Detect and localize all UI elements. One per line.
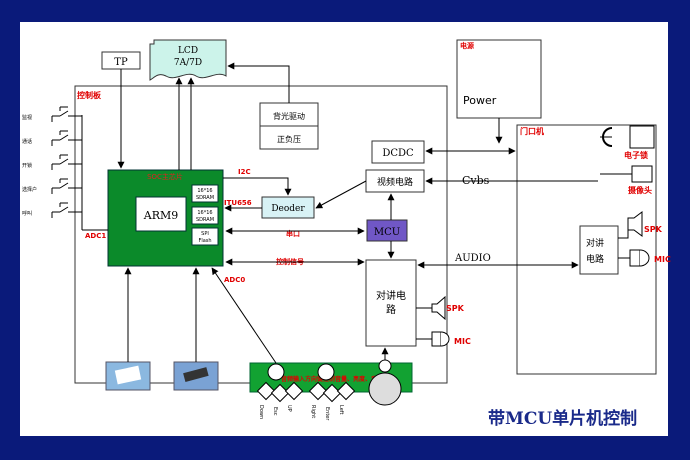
knob-top — [378, 359, 392, 373]
sdram2-label-2: SDRAM — [196, 217, 214, 223]
direction-key-label: UP — [286, 405, 292, 412]
camera-label: 摄像头 — [628, 185, 652, 195]
door-intercom-label-2: 电路 — [586, 253, 604, 265]
soc-title: SOC主芯片 — [147, 172, 183, 181]
lcd-label-1: LCD — [178, 46, 198, 56]
door-spk-label: SPK — [644, 225, 663, 234]
backlight-label-1: 背光驱动 — [273, 111, 305, 121]
dcdc-box — [371, 140, 425, 164]
main-mic-label: MIC — [454, 337, 471, 346]
serial-label: 串口 — [286, 229, 300, 238]
knob-icon — [368, 372, 402, 406]
sdram1-box — [191, 184, 219, 203]
decoder-label: Deoder — [271, 204, 305, 214]
right-nav-cluster — [308, 363, 356, 403]
direction-key-label: Enter — [324, 407, 330, 421]
direction-key-label: Right — [310, 405, 316, 418]
i2c-to-decoder — [223, 177, 292, 196]
direction-key-label: Esc — [272, 407, 278, 416]
main-intercom-label-1: 对讲电 — [376, 289, 406, 302]
main-intercom-label-2: 路 — [386, 303, 396, 316]
usb-drive-inner — [183, 367, 209, 382]
door-intercom-box — [579, 225, 619, 275]
main-intercom-box — [365, 259, 417, 347]
video-circuit-label: 视频电路 — [377, 176, 413, 188]
side-key-label: 呼叫 — [22, 210, 32, 217]
side-key-label: 监视 — [22, 114, 32, 121]
slide-title: 带MCU单片机控制 — [488, 409, 638, 429]
side-key-switch-icon — [52, 154, 82, 165]
main-speaker-icon — [431, 295, 446, 321]
keys-bar-text: 音频输入方向键控制音量、亮度、音量 — [281, 375, 383, 383]
direction-key-labels: Down Esc UP Right Enter Left — [258, 405, 344, 421]
side-key-switch-icon — [52, 202, 82, 213]
arm9-box — [135, 196, 187, 232]
dcdc-label: DCDC — [382, 148, 414, 159]
door-unit-label: 门口机 — [520, 126, 544, 136]
door-intercom-label-1: 对讲 — [586, 237, 604, 249]
side-key-switch-icon — [52, 106, 82, 117]
side-key-label: 选择户 — [22, 186, 37, 193]
spi-flash-box — [191, 227, 219, 246]
sdram2-box — [191, 206, 219, 225]
mcu-box — [366, 219, 408, 242]
spi-label-2: Flash — [198, 238, 211, 244]
door-mic-head — [639, 249, 650, 267]
direction-key-label: Left — [338, 405, 344, 414]
backlight-to-lcd — [227, 62, 290, 103]
tp-label: TP — [114, 57, 128, 68]
direction-key-label: Down — [258, 405, 264, 419]
mcu-label: MCU — [374, 227, 400, 238]
arm9-label: ARM9 — [143, 209, 179, 222]
adc0-label: ADC0 — [224, 276, 245, 284]
power-section-label: 电源 — [460, 41, 474, 50]
lock-label: 电子锁 — [624, 150, 648, 160]
main-mic-head — [440, 331, 450, 347]
side-key-switch-icon — [52, 130, 82, 141]
video-to-decoder — [315, 180, 367, 209]
backlight-label-2: 正负压 — [277, 134, 301, 144]
main-spk-label: SPK — [446, 304, 465, 313]
power-label: Power — [463, 94, 497, 107]
camera-icon — [631, 165, 653, 183]
i2c-label: I2C — [238, 168, 251, 176]
side-key-label: 开锁 — [22, 162, 32, 169]
door-speaker-icon — [627, 211, 643, 237]
lcd-shape — [149, 39, 227, 81]
sd-card-inner — [114, 365, 142, 385]
side-key-label: 通话 — [22, 138, 32, 145]
door-unit-frame — [516, 124, 657, 375]
sdram1-label-1: 16*16 — [197, 188, 212, 194]
door-intercom-wire — [618, 224, 629, 239]
itu656-label: ITU656 — [224, 199, 252, 207]
main-mic-icon — [431, 331, 442, 347]
keys-to-soc — [211, 267, 277, 364]
lcd-label-2: 7A/7D — [174, 58, 202, 68]
door-mic-label: MIC — [654, 255, 671, 264]
door-mic-icon — [629, 249, 641, 267]
adc1-label: ADC1 — [85, 232, 106, 240]
sdram2-label-1: 16*16 — [197, 210, 212, 216]
control-board-label: 控制板 — [77, 90, 102, 100]
left-nav-cluster — [256, 363, 304, 403]
side-key-switch-icon — [52, 178, 82, 189]
sdram1-label-2: SDRAM — [196, 195, 214, 201]
lock-icon — [629, 125, 655, 149]
power-box — [456, 39, 542, 119]
audio-label: AUDIO — [454, 253, 491, 264]
spi-label-1: SPI — [201, 231, 209, 237]
